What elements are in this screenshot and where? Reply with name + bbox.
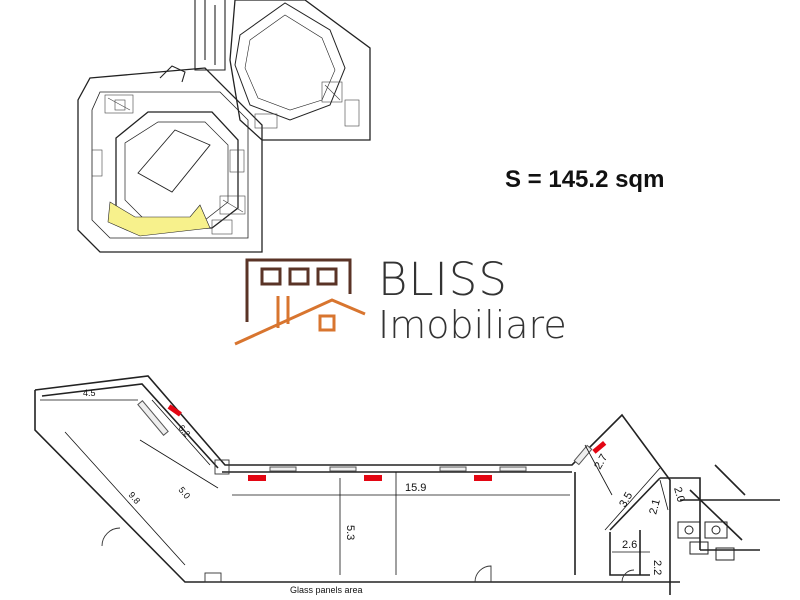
dim-label: 2.0 [671,486,687,504]
dim-label: 2.6 [622,539,637,551]
logo-house-icon [234,258,366,346]
plan-walls [34,375,780,595]
highlighted-unit [107,201,211,237]
plan-dimension-lines [40,399,669,575]
dim-label: 4.5 [83,388,96,398]
plan-fixtures [677,521,735,561]
key-plan-right-building [229,0,371,141]
area-label: S = 145.2 sqm [505,166,665,193]
glass-panels-label: Glass panels area [290,585,363,595]
key-plan-details [91,81,360,235]
plan-doors [101,459,635,583]
plan-markers [167,404,607,481]
logo-subtitle: Imobiliare [378,303,567,347]
logo-name: BLISS [378,253,508,306]
floor-plan: 4.5 6.2 9.8 5.0 15.9 5.3 2.7 3.5 2.0 2.1… [34,375,780,595]
dim-label: 2.1 [647,498,663,516]
key-plan [77,0,371,253]
plan-windows [137,400,593,472]
dim-label: 9.8 [126,490,142,506]
bliss-logo [234,258,366,346]
dim-label: 5.3 [344,525,356,540]
dim-label: 2.7 [592,452,610,471]
dim-label: 2.2 [651,560,663,575]
dim-label: 15.9 [405,482,426,494]
dim-label: 5.0 [176,485,192,501]
key-plan-connector [159,0,226,83]
